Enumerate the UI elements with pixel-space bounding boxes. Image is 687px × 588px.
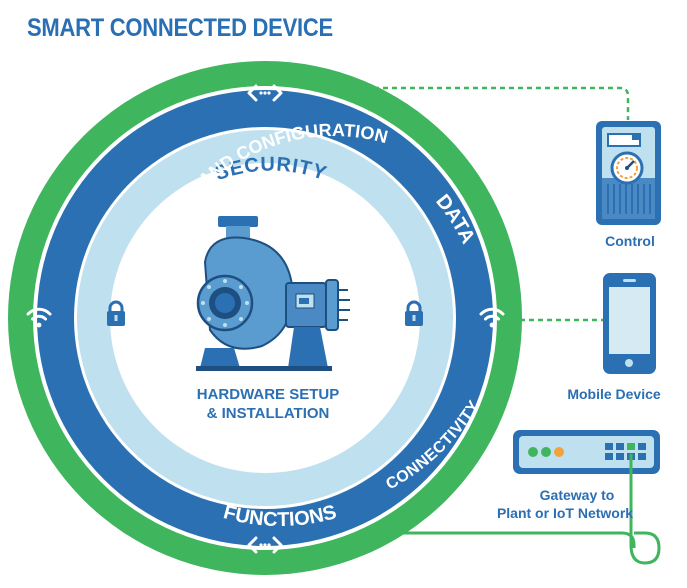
- center-label-line1: HARDWARE SETUP: [197, 386, 340, 403]
- wifi-icon: [479, 307, 505, 328]
- control-connector-line: [365, 86, 630, 120]
- gateway-device-icon: [513, 430, 660, 474]
- control-device-icon: [596, 121, 661, 225]
- gateway-label-line2: Plant or IoT Network: [496, 505, 634, 521]
- mobile-device-icon: [603, 273, 656, 374]
- pump-icon: [196, 216, 350, 371]
- lock-icon: [107, 300, 125, 326]
- code-arrows-icon: [247, 84, 283, 102]
- page-title: SMART CONNECTED DEVICE: [27, 14, 333, 42]
- lock-icon: [405, 300, 423, 326]
- wifi-icon: [26, 307, 52, 328]
- code-arrows-icon: [247, 536, 283, 554]
- center-label-line2: & INSTALLATION: [207, 405, 330, 422]
- gateway-cable-loop: [629, 454, 661, 565]
- gateway-label-line1: Gateway to: [539, 487, 615, 503]
- control-label: Control: [605, 233, 655, 249]
- mobile-device-label: Mobile Device: [567, 386, 661, 402]
- gateway-cable-line: [380, 531, 636, 548]
